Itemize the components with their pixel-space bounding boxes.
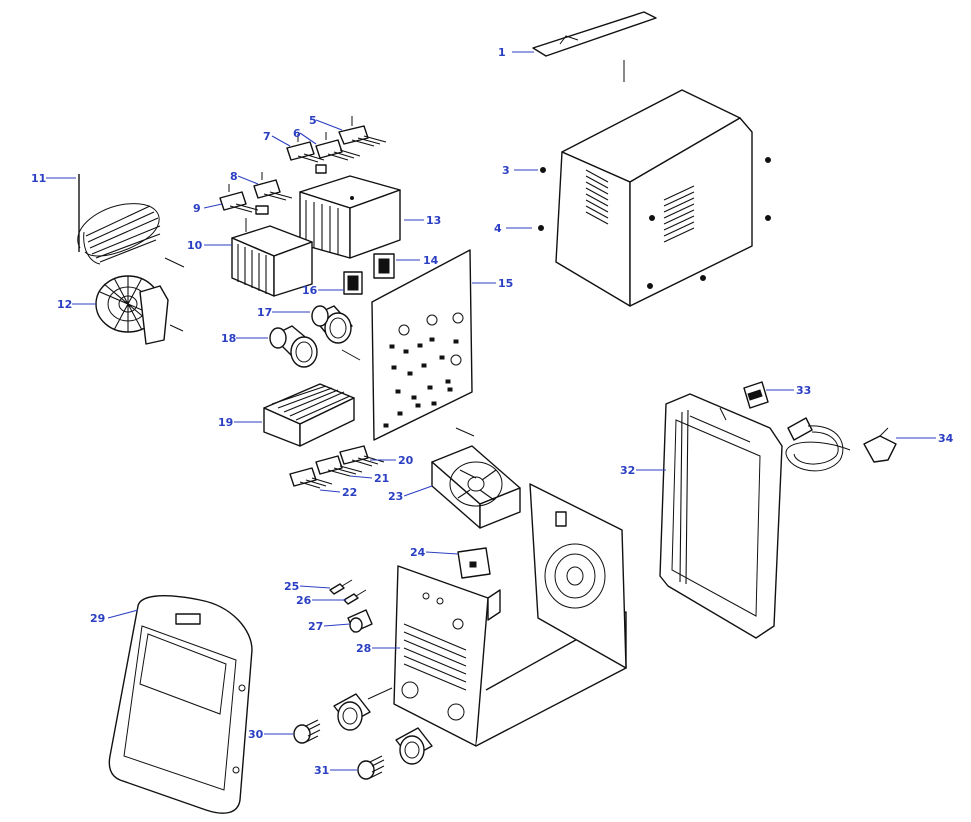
part-21-transistor bbox=[315, 455, 363, 477]
part-23-fan bbox=[431, 445, 521, 529]
callout-18: 18 bbox=[221, 332, 236, 345]
callout-32: 32 bbox=[620, 464, 635, 477]
part-11-coil bbox=[77, 174, 185, 268]
callout-22: 22 bbox=[342, 486, 357, 499]
callout-20: 20 bbox=[398, 454, 414, 467]
callout-10: 10 bbox=[187, 239, 203, 252]
callout-24: 24 bbox=[410, 546, 426, 559]
callout-25: 25 bbox=[284, 580, 299, 593]
callout-33: 33 bbox=[796, 384, 811, 397]
callout-4: 4 bbox=[494, 222, 502, 235]
callout-14: 14 bbox=[423, 254, 439, 267]
top-cover bbox=[538, 89, 771, 307]
callout-5: 5 bbox=[309, 114, 317, 127]
callout-34: 34 bbox=[938, 432, 954, 445]
callout-30: 30 bbox=[248, 728, 264, 741]
part-16-transformer bbox=[343, 271, 363, 295]
part-18-capacitor bbox=[269, 325, 318, 368]
callout-26: 26 bbox=[296, 594, 312, 607]
callout-3: 3 bbox=[502, 164, 510, 177]
callout-31: 31 bbox=[314, 764, 329, 777]
callout-9: 9 bbox=[193, 202, 201, 215]
callout-17: 17 bbox=[257, 306, 272, 319]
callout-7: 7 bbox=[263, 130, 271, 143]
part-26-screw bbox=[343, 589, 367, 605]
part-15-main-board bbox=[341, 249, 475, 441]
part-32-rear-frame bbox=[659, 393, 783, 639]
part-27-knob bbox=[347, 609, 373, 633]
part-8-transistor bbox=[253, 172, 293, 215]
part-12-fan-guard bbox=[95, 275, 184, 345]
part-34-power-cable bbox=[785, 417, 897, 472]
part-14-transformer bbox=[373, 253, 395, 279]
part-1-carrying-strap bbox=[532, 11, 657, 82]
part-28-chassis bbox=[393, 483, 627, 747]
part-17-capacitor bbox=[311, 305, 353, 344]
callout-29: 29 bbox=[90, 612, 105, 625]
leader-lines bbox=[46, 51, 936, 771]
callout-12: 12 bbox=[57, 298, 72, 311]
part-13-heatsink bbox=[299, 175, 401, 259]
callout-6: 6 bbox=[293, 127, 301, 140]
callout-11: 11 bbox=[31, 172, 46, 185]
part-10-heatsink bbox=[231, 218, 313, 297]
callout-21: 21 bbox=[374, 472, 389, 485]
callout-labels: 1 3 4 5 6 7 8 9 10 11 12 13 14 15 16 17 … bbox=[31, 46, 954, 777]
callout-28: 28 bbox=[356, 642, 371, 655]
callout-23: 23 bbox=[388, 490, 403, 503]
callout-1: 1 bbox=[498, 46, 506, 59]
part-6-transistor bbox=[315, 132, 361, 174]
callout-13: 13 bbox=[426, 214, 441, 227]
callout-8: 8 bbox=[230, 170, 238, 183]
part-22-transistor bbox=[289, 467, 333, 489]
part-5-transistor bbox=[338, 116, 387, 147]
part-7-transistor bbox=[286, 134, 325, 163]
part-19-heatsink bbox=[263, 383, 355, 447]
callout-16: 16 bbox=[302, 284, 318, 297]
part-25-screw bbox=[329, 579, 353, 595]
part-30-connector bbox=[293, 693, 371, 744]
part-29-front-panel bbox=[108, 595, 253, 814]
part-24-connector bbox=[457, 547, 491, 579]
callout-15: 15 bbox=[498, 277, 513, 290]
part-20-transistor bbox=[339, 445, 385, 467]
callout-19: 19 bbox=[218, 416, 233, 429]
callout-27: 27 bbox=[308, 620, 323, 633]
part-9-transistor bbox=[219, 184, 259, 213]
part-33-switch bbox=[743, 381, 769, 409]
